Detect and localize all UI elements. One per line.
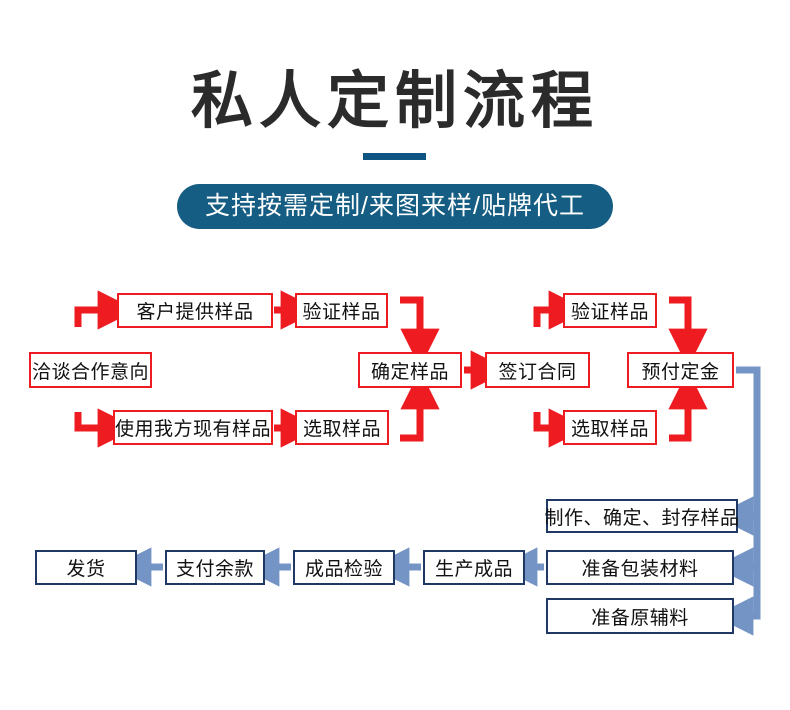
box-verify-sample-left[interactable]: 验证样品 [295, 293, 388, 328]
box-pay-balance[interactable]: 支付余款 [165, 550, 265, 585]
page-title: 私人定制流程 [190, 67, 599, 136]
box-prepare-raw-materials[interactable]: 准备原辅料 [546, 598, 734, 634]
box-prepay-deposit[interactable]: 预付定金 [627, 352, 734, 388]
box-verify-sample-right[interactable]: 验证样品 [563, 293, 657, 328]
box-sign-contract[interactable]: 签订合同 [485, 352, 590, 388]
box-select-sample-left[interactable]: 选取样品 [295, 410, 389, 445]
box-ship-goods[interactable]: 发货 [35, 550, 137, 585]
box-stage-start[interactable]: 洽谈合作意向 [29, 352, 152, 388]
box-customer-provides-sample[interactable]: 客户提供样品 [117, 293, 273, 328]
box-produce-finished-goods[interactable]: 生产成品 [423, 550, 525, 585]
box-confirm-sample[interactable]: 确定样品 [358, 352, 462, 388]
box-select-sample-right[interactable]: 选取样品 [563, 410, 657, 445]
box-use-our-existing-sample[interactable]: 使用我方现有样品 [113, 410, 273, 445]
box-make-confirm-seal-sample[interactable]: 制作、确定、封存样品 [545, 499, 739, 533]
box-finished-goods-inspection[interactable]: 成品检验 [293, 550, 395, 585]
box-prepare-packaging-materials[interactable]: 准备包装材料 [546, 550, 734, 585]
title-underline [363, 153, 426, 160]
subtitle-banner: 支持按需定制/来图来样/贴牌代工 [177, 184, 613, 229]
